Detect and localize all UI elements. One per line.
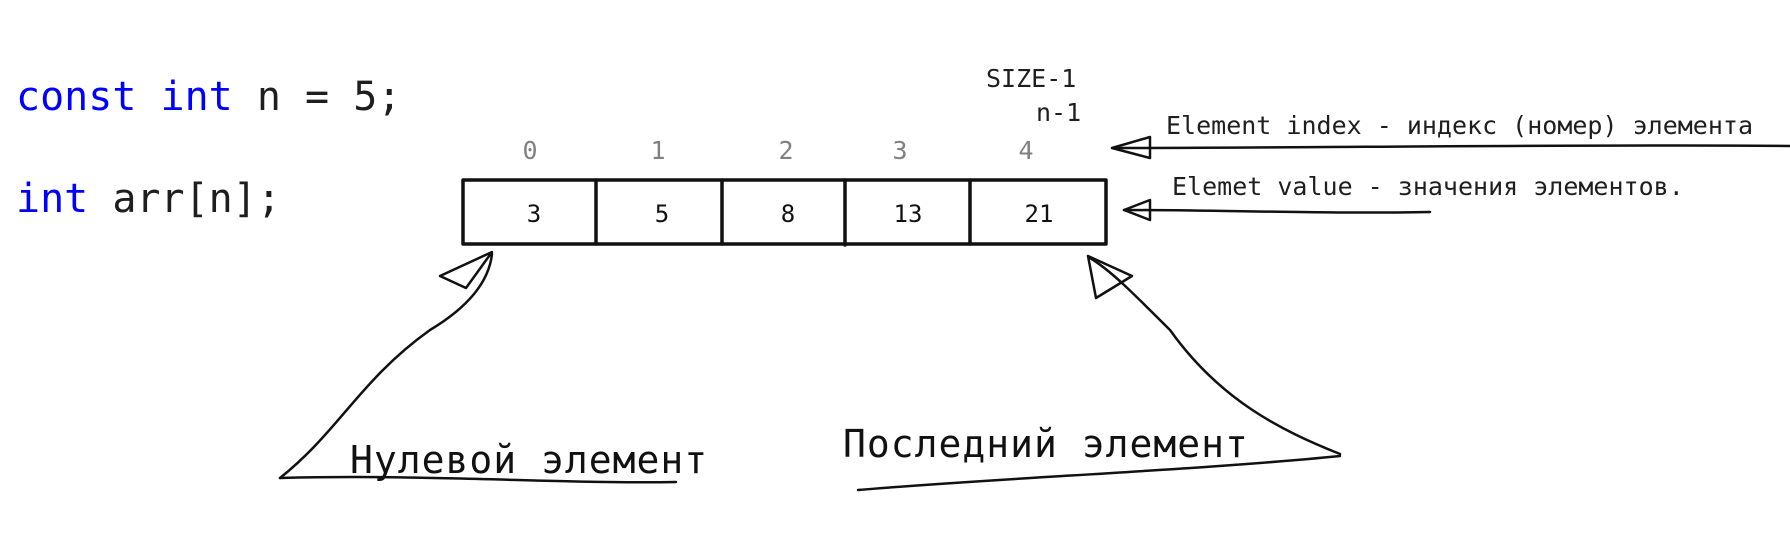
- index-label-4: 4: [1018, 136, 1034, 165]
- n-minus-one-label: n-1: [1036, 98, 1082, 127]
- array-value-4: 21: [1024, 200, 1054, 228]
- code-n-declaration: n = 5;: [256, 74, 402, 120]
- zero-element-label: Нулевой элемент: [350, 438, 709, 482]
- keyword-int: int: [160, 74, 233, 120]
- index-label-2: 2: [778, 136, 794, 165]
- last-element-underline: [856, 454, 1342, 492]
- zero-element-underline: [278, 475, 678, 484]
- last-element-arrow-head: [1086, 254, 1134, 300]
- index-label-0: 0: [522, 136, 538, 165]
- size-minus-one-label: SIZE-1: [986, 64, 1077, 93]
- array-value-3: 13: [893, 200, 923, 228]
- array-value-1: 5: [654, 200, 670, 228]
- array-box-outline: [461, 178, 1108, 246]
- value-arrow-line: [1122, 208, 1432, 214]
- array-value-2: 8: [780, 200, 796, 228]
- code-line-const: const int n = 5;: [16, 74, 401, 120]
- element-index-annotation: Element index - индекс (номер) элемента: [1166, 111, 1753, 140]
- index-arrow-line: [1112, 144, 1790, 150]
- last-element-label: Последний элемент: [843, 422, 1249, 466]
- last-element-arrow-line: [1088, 256, 1342, 456]
- keyword-int: int: [16, 176, 89, 222]
- zero-element-arrow-line: [278, 252, 494, 480]
- element-value-annotation: Elemet value - значения элементов.: [1172, 172, 1684, 201]
- code-line-array: int arr[n];: [16, 176, 281, 222]
- zero-element-arrow-head: [438, 250, 494, 290]
- value-arrow-head: [1122, 198, 1152, 222]
- array-value-0: 3: [526, 200, 542, 228]
- index-arrow-head: [1110, 135, 1152, 160]
- code-arr-declaration: arr[n];: [112, 176, 281, 222]
- index-label-1: 1: [650, 136, 666, 165]
- index-label-3: 3: [892, 136, 908, 165]
- keyword-const: const: [16, 74, 137, 120]
